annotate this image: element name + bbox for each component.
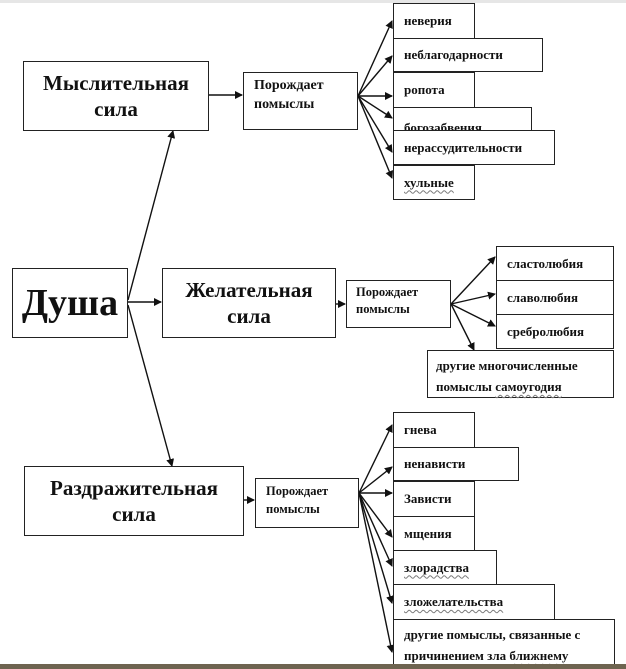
thought-box: Зависти <box>393 481 475 517</box>
arrow-to-thought <box>450 291 496 305</box>
thought-box: богозабвения <box>393 107 532 131</box>
arrow-to-thought <box>450 303 496 327</box>
root-soul-box: Душа <box>12 268 128 338</box>
generates-line1: Порождает <box>254 78 324 93</box>
other-line2-b: ближнему <box>509 648 569 663</box>
generates-line1: Порождает <box>356 285 419 299</box>
thought-box: ропота <box>393 72 475 108</box>
thought-box: сластолюбия <box>496 246 614 281</box>
arrow-to-thought <box>358 492 395 653</box>
thought-label: мщения <box>404 525 452 541</box>
generates-line2: помыслы <box>356 302 410 316</box>
generates-box-irascible: Порождает помыслы <box>255 478 359 528</box>
arrow-to-thought <box>357 20 393 97</box>
thought-label: сластолюбия <box>507 255 584 271</box>
thought-box: ненависти <box>393 447 519 481</box>
arrow-root-to-thinking <box>127 130 176 301</box>
arrow-to-thought <box>358 466 393 494</box>
arrow-to-thought <box>450 256 496 305</box>
other-line2-a: причинением зла <box>404 648 510 663</box>
thought-label: Зависти <box>404 491 452 506</box>
other-thoughts-box: другие помыслы, связанные с причинением … <box>393 619 615 666</box>
other-line2-b: самоугодия <box>495 379 562 394</box>
thought-box: злорадства <box>393 550 497 585</box>
arrow-to-thought <box>358 492 393 567</box>
thought-box: неблагодарности <box>393 38 543 72</box>
thought-label: злорадства <box>404 559 469 575</box>
thought-label: богозабвения <box>404 120 482 131</box>
thought-label: гнева <box>404 422 437 437</box>
root-label: Душа <box>21 282 119 324</box>
thought-label: нерассудительности <box>404 139 523 155</box>
power-label-line1: Раздражительная <box>50 476 218 500</box>
arrow-to-thought <box>357 95 394 179</box>
generates-line1: Порождает <box>266 484 329 498</box>
other-line1: другие многочисленные <box>436 358 578 373</box>
power-label-line1: Мыслительная <box>43 71 189 95</box>
thought-box: зложелательства <box>393 584 555 620</box>
arrow-to-thought <box>358 424 393 494</box>
arrow-to-thought <box>357 95 393 119</box>
thought-label: хульные <box>404 174 454 190</box>
arrow-to-thought <box>450 303 475 351</box>
power-box-thinking: Мыслительная сила <box>23 61 209 131</box>
power-label-line2: сила <box>94 97 138 121</box>
arrow-to-thought <box>358 492 394 604</box>
thought-box: гнева <box>393 412 475 448</box>
thought-label: зложелательства <box>404 594 504 609</box>
generates-line2: помыслы <box>266 502 320 516</box>
top-edge <box>0 0 626 3</box>
arrow-to-thought <box>358 492 393 538</box>
other-line1: другие помыслы, связанные с <box>404 627 581 642</box>
power-label-line2: сила <box>227 304 271 328</box>
generates-box-thinking: Порождает помыслы <box>243 72 358 130</box>
bottom-edge <box>0 664 626 669</box>
thought-label: ропота <box>404 82 445 97</box>
other-thoughts-box: другие многочисленные помыслы самоугодия <box>427 350 614 398</box>
thought-box: нерассудительности <box>393 130 555 165</box>
arrow-to-thought <box>357 55 393 97</box>
thought-box: мщения <box>393 516 475 551</box>
arrow-to-thought <box>357 95 393 153</box>
power-label-line2: сила <box>112 502 156 526</box>
thought-label: ненависти <box>404 456 466 471</box>
generates-box-desiring: Порождает помыслы <box>346 280 451 328</box>
other-line2-a: помыслы <box>436 379 496 394</box>
arrow-root-to-irascible <box>127 304 175 467</box>
thought-box: неверия <box>393 3 475 39</box>
thought-box: хульные <box>393 165 475 200</box>
thought-label: славолюбия <box>507 289 579 305</box>
generates-line2: помыслы <box>254 97 315 112</box>
thought-label: сребролюбия <box>507 323 585 339</box>
thought-label: неблагодарности <box>404 47 503 62</box>
power-label-line1: Желательная <box>185 278 313 302</box>
thought-box: сребролюбия <box>496 314 614 349</box>
power-box-irascible: Раздражительная сила <box>24 466 244 536</box>
power-box-desiring: Желательная сила <box>162 268 336 338</box>
thought-box: славолюбия <box>496 280 614 315</box>
thought-label: неверия <box>404 13 452 28</box>
